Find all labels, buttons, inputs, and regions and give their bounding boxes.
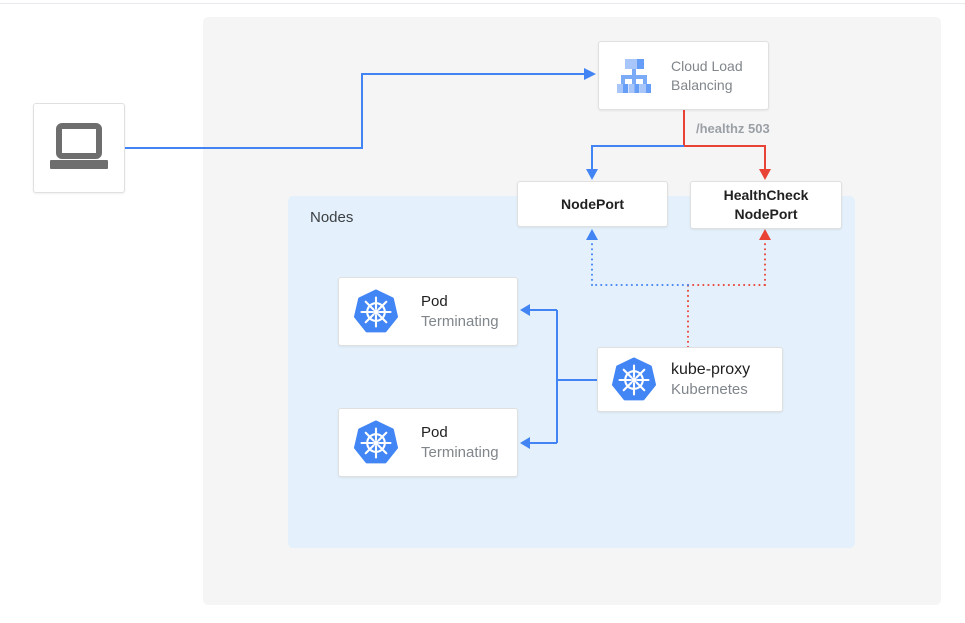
kube-proxy-subtitle: Kubernetes	[671, 381, 748, 398]
healthz-status-label: /healthz 503	[696, 121, 770, 136]
kubernetes-icon	[612, 357, 656, 400]
pod-title: Pod	[421, 293, 448, 310]
client-card	[33, 103, 125, 193]
nodeport-card: NodePort	[517, 181, 668, 227]
nodes-label: Nodes	[310, 209, 354, 226]
healthcheck-nodeport-label: HealthCheck NodePort	[723, 187, 809, 222]
pod-card-1: Pod Terminating	[338, 277, 518, 346]
cloud-load-balancing-icon	[617, 58, 651, 93]
kubernetes-icon	[354, 289, 398, 332]
cloud-load-balancing-label: Cloud Load Balancing	[671, 57, 743, 93]
laptop-icon	[50, 123, 108, 169]
healthcheck-nodeport-card: HealthCheck NodePort	[690, 181, 842, 229]
kube-proxy-title: kube-proxy	[671, 361, 751, 378]
kubernetes-icon	[354, 420, 398, 463]
nodeport-label: NodePort	[561, 195, 624, 212]
kube-proxy-card: kube-proxy Kubernetes	[597, 347, 783, 412]
pod-title: Pod	[421, 424, 448, 441]
pod-status: Terminating	[421, 444, 499, 461]
pod-card-2: Pod Terminating	[338, 408, 518, 477]
cloud-load-balancing-card: Cloud Load Balancing	[598, 41, 769, 110]
top-divider	[0, 3, 965, 4]
pod-status: Terminating	[421, 313, 499, 330]
